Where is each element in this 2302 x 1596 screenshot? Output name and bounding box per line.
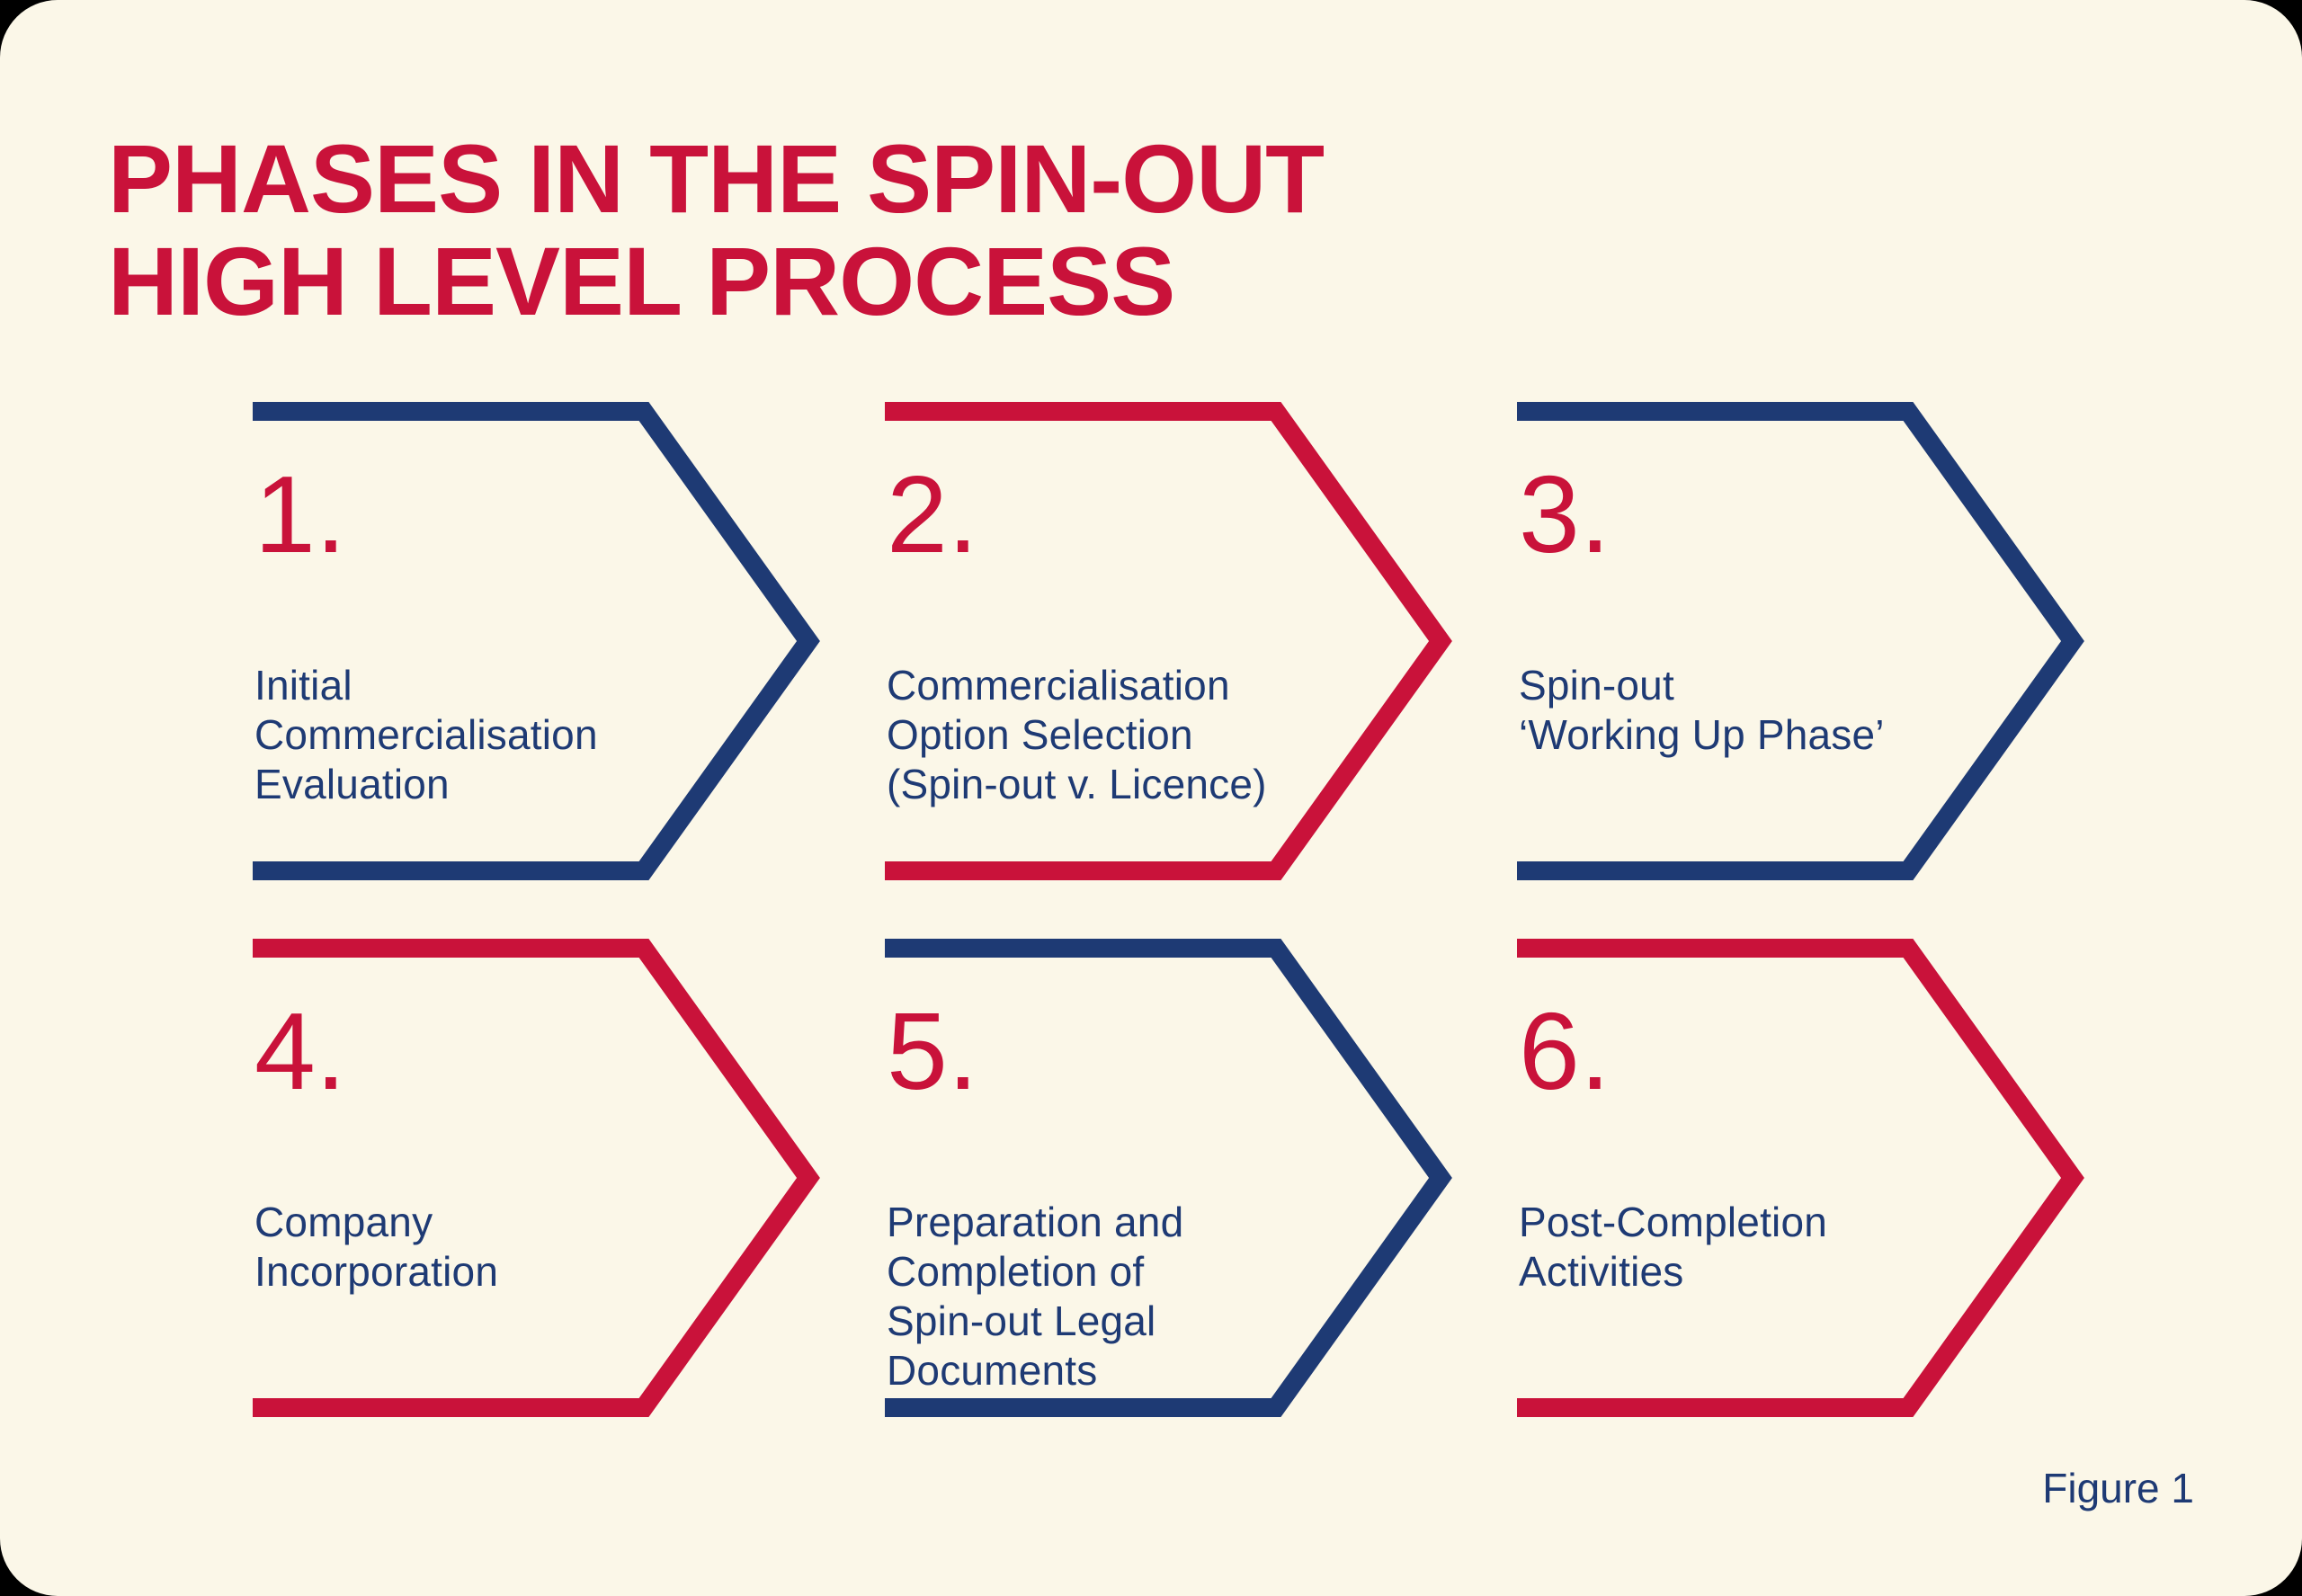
phase-card-1: 1. Initial Commercialisation Evaluation bbox=[253, 402, 824, 880]
phase-number: 5. bbox=[887, 990, 978, 1112]
phase-label: Initial Commercialisation Evaluation bbox=[254, 662, 598, 807]
phase-number: 3. bbox=[1519, 453, 1611, 575]
phase-label: Preparation and Completion of Spin-out L… bbox=[887, 1199, 1184, 1394]
phase-label: Commercialisation Option Selection (Spin… bbox=[887, 662, 1267, 807]
phase-label: Company Incorporation bbox=[254, 1199, 499, 1295]
phase-number: 6. bbox=[1519, 990, 1611, 1112]
figure-caption: Figure 1 bbox=[2042, 1465, 2194, 1511]
chevron-outline-icon bbox=[885, 939, 1452, 1417]
phase-grid: 1. Initial Commercialisation Evaluation … bbox=[253, 402, 2088, 1417]
phase-number: 2. bbox=[887, 453, 978, 575]
phase-number: 4. bbox=[254, 990, 346, 1112]
chevron-outline-icon bbox=[253, 939, 820, 1417]
phase-number: 1. bbox=[254, 453, 346, 575]
page-title: PHASES IN THE SPIN-OUT HIGH LEVEL PROCES… bbox=[108, 124, 1325, 336]
page-title-line-1: PHASES IN THE SPIN-OUT bbox=[108, 124, 1325, 234]
chevron-outline-icon bbox=[1517, 402, 2084, 880]
phase-card-2: 2. Commercialisation Option Selection (S… bbox=[885, 402, 1456, 880]
phase-card-5: 5. Preparation and Completion of Spin-ou… bbox=[885, 939, 1456, 1417]
page-title-line-2: HIGH LEVEL PROCESS bbox=[108, 227, 1175, 336]
chevron-outline-icon bbox=[253, 402, 820, 880]
phase-card-6: 6. Post-Completion Activities bbox=[1517, 939, 2088, 1417]
phase-card-4: 4. Company Incorporation bbox=[253, 939, 824, 1417]
chevron-outline-icon bbox=[885, 402, 1452, 880]
phase-label: Spin-out ‘Working Up Phase’ bbox=[1519, 662, 1885, 758]
phase-card-3: 3. Spin-out ‘Working Up Phase’ bbox=[1517, 402, 2088, 880]
phase-label: Post-Completion Activities bbox=[1519, 1199, 1828, 1295]
chevron-outline-icon bbox=[1517, 939, 2084, 1417]
